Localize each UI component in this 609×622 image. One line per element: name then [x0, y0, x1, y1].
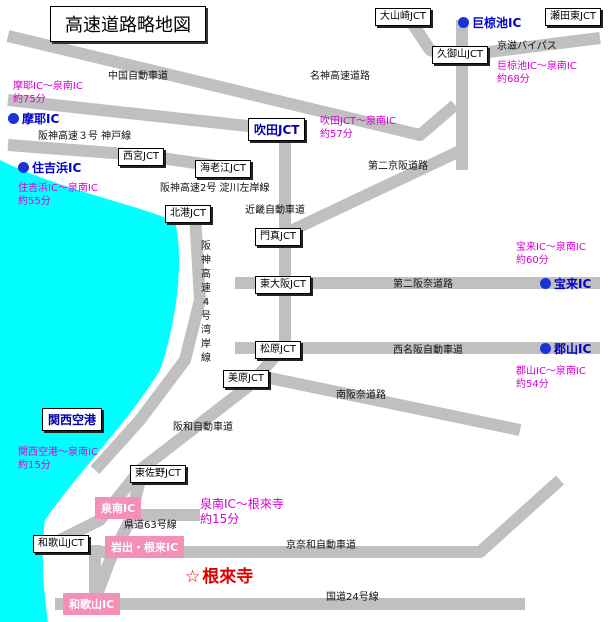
- travel-time-horai: 宝来IC～泉南IC 約60分: [516, 241, 586, 267]
- travel-time-minutes: 約75分: [13, 94, 46, 105]
- road-label-kendo63: 県道63号線: [124, 520, 177, 531]
- road-hanshin4: [90, 214, 206, 475]
- ic-marker-icon: [540, 278, 551, 289]
- travel-time-minutes: 約15分: [200, 512, 240, 526]
- ic-sumiyoshihama-label: 住吉浜IC: [32, 161, 82, 175]
- ic-koriyama: 郡山IC: [540, 343, 591, 355]
- road-label-kokudo24: 国道24号線: [326, 592, 379, 603]
- road-label-chugoku: 中国自動車道: [108, 71, 168, 82]
- road-daini-keihan: [279, 144, 465, 241]
- road-kinki: [47, 128, 291, 551]
- ic-koriyama-label: 郡山IC: [554, 342, 592, 356]
- junction-higashisano: 東佐野JCT: [130, 465, 187, 483]
- kansai-airport-label: 関西空港: [42, 408, 103, 431]
- road-label-hanshin4: 阪神高速4号湾岸線: [201, 241, 211, 364]
- road-label-keinawa: 京奈和自動車道: [286, 540, 356, 551]
- ic-kyoto: 巨椋池IC: [458, 17, 521, 29]
- ic-maya: 摩耶IC: [8, 113, 59, 125]
- destination-negoroji: ☆根來寺: [185, 562, 253, 587]
- junction-kadoma: 門真JCT: [255, 228, 302, 246]
- road-label-daini-hanna: 第二阪奈道路: [393, 279, 453, 290]
- travel-time-route: 宝来IC～泉南IC: [516, 242, 586, 253]
- map-title: 高速道路略地図: [50, 6, 206, 42]
- travel-time-route: 泉南IC～根來寺: [200, 497, 284, 511]
- ic-marker-icon: [8, 113, 19, 124]
- road-label-minami-hanna: 南阪奈道路: [336, 390, 386, 401]
- junction-matsubara: 松原JCT: [255, 341, 302, 359]
- travel-time-minutes: 約57分: [320, 129, 353, 140]
- ic-kyoto-label: 巨椋池IC: [472, 16, 522, 30]
- osaka-bay-sea: [0, 160, 180, 622]
- travel-time-route: 吹田JCT～泉南IC: [320, 116, 396, 127]
- road-keinawa: [100, 475, 565, 558]
- pink-ic-sennan: 泉南IC: [95, 497, 142, 519]
- travel-time-sumiyoshihama: 住吉浜IC～泉南IC 約55分: [18, 182, 98, 208]
- travel-time-minutes: 約68分: [497, 74, 530, 85]
- travel-time-route: 住吉浜IC～泉南IC: [18, 183, 98, 194]
- destination-name: 根來寺: [202, 567, 254, 587]
- road-label-hanshin3: 阪神高速３号 神戸線: [38, 131, 132, 142]
- junction-kitako: 北港JCT: [165, 205, 212, 223]
- road-chugoku-meishin: [6, 30, 459, 141]
- travel-time-route: 巨椋池IC～泉南IC: [497, 61, 577, 72]
- junction-mihara: 美原JCT: [223, 370, 270, 388]
- junction-higashiosaka: 東大阪JCT: [255, 276, 312, 294]
- pink-ic-iwade: 岩出・根来IC: [105, 536, 185, 558]
- pink-ic-wakayama: 和歌山IC: [63, 593, 121, 615]
- junction-suita: 吹田JCT: [248, 118, 306, 141]
- junction-nishinomiya: 西宮JCT: [118, 148, 165, 166]
- travel-time-route: 関西空港～泉南IC: [18, 447, 98, 458]
- road-label-daini-keihan: 第二京阪道路: [368, 161, 428, 172]
- junction-ebie: 海老江JCT: [195, 160, 252, 178]
- ic-marker-icon: [18, 162, 29, 173]
- ic-horai-label: 宝来IC: [554, 277, 592, 291]
- road-label-nishimeihan: 西名阪自動車道: [393, 345, 463, 356]
- travel-time-route: 摩耶IC～泉南IC: [13, 81, 83, 92]
- road-label-kinki: 近畿自動車道: [245, 205, 305, 216]
- junction-kumiyama: 久御山JCT: [432, 46, 489, 64]
- road-label-keiji-bypass: 京滋バイパス: [497, 41, 557, 52]
- ic-horai: 宝来IC: [540, 278, 591, 290]
- road-label-hanwa: 阪和自動車道: [173, 422, 233, 433]
- road-label-meishin: 名神高速道路: [310, 71, 370, 82]
- ic-sumiyoshihama: 住吉浜IC: [18, 162, 81, 174]
- road-hanshin3: [7, 94, 286, 136]
- junction-setajigashi: 瀬田東JCT: [545, 8, 602, 26]
- junction-wakayama: 和歌山JCT: [33, 535, 90, 553]
- travel-time-maya: 摩耶IC～泉南IC 約75分: [13, 80, 83, 106]
- travel-time-route: 郡山IC～泉南IC: [516, 366, 586, 377]
- road-label-hanshin2: 阪神高速2号 淀川左岸線: [160, 183, 270, 194]
- ic-marker-icon: [458, 17, 469, 28]
- ic-marker-icon: [540, 343, 551, 354]
- road-minami-hanna: [253, 369, 522, 436]
- ic-maya-label: 摩耶IC: [22, 112, 60, 126]
- junction-ooyamazaki: 大山崎JCT: [375, 8, 432, 26]
- travel-time-sennan-negoroji: 泉南IC～根來寺約15分: [200, 497, 284, 527]
- travel-time-koriyama: 郡山IC～泉南IC 約54分: [516, 365, 586, 391]
- travel-time-kyoto: 巨椋池IC～泉南IC 約68分: [497, 60, 577, 86]
- travel-time-minutes: 約60分: [516, 255, 549, 266]
- travel-time-minutes: 約15分: [18, 460, 51, 471]
- travel-time-kansai: 関西空港～泉南IC 約15分: [18, 446, 98, 472]
- travel-time-minutes: 約55分: [18, 196, 51, 207]
- travel-time-suita: 吹田JCT～泉南IC 約57分: [320, 115, 396, 141]
- travel-time-minutes: 約54分: [516, 379, 549, 390]
- star-icon: ☆: [185, 567, 201, 587]
